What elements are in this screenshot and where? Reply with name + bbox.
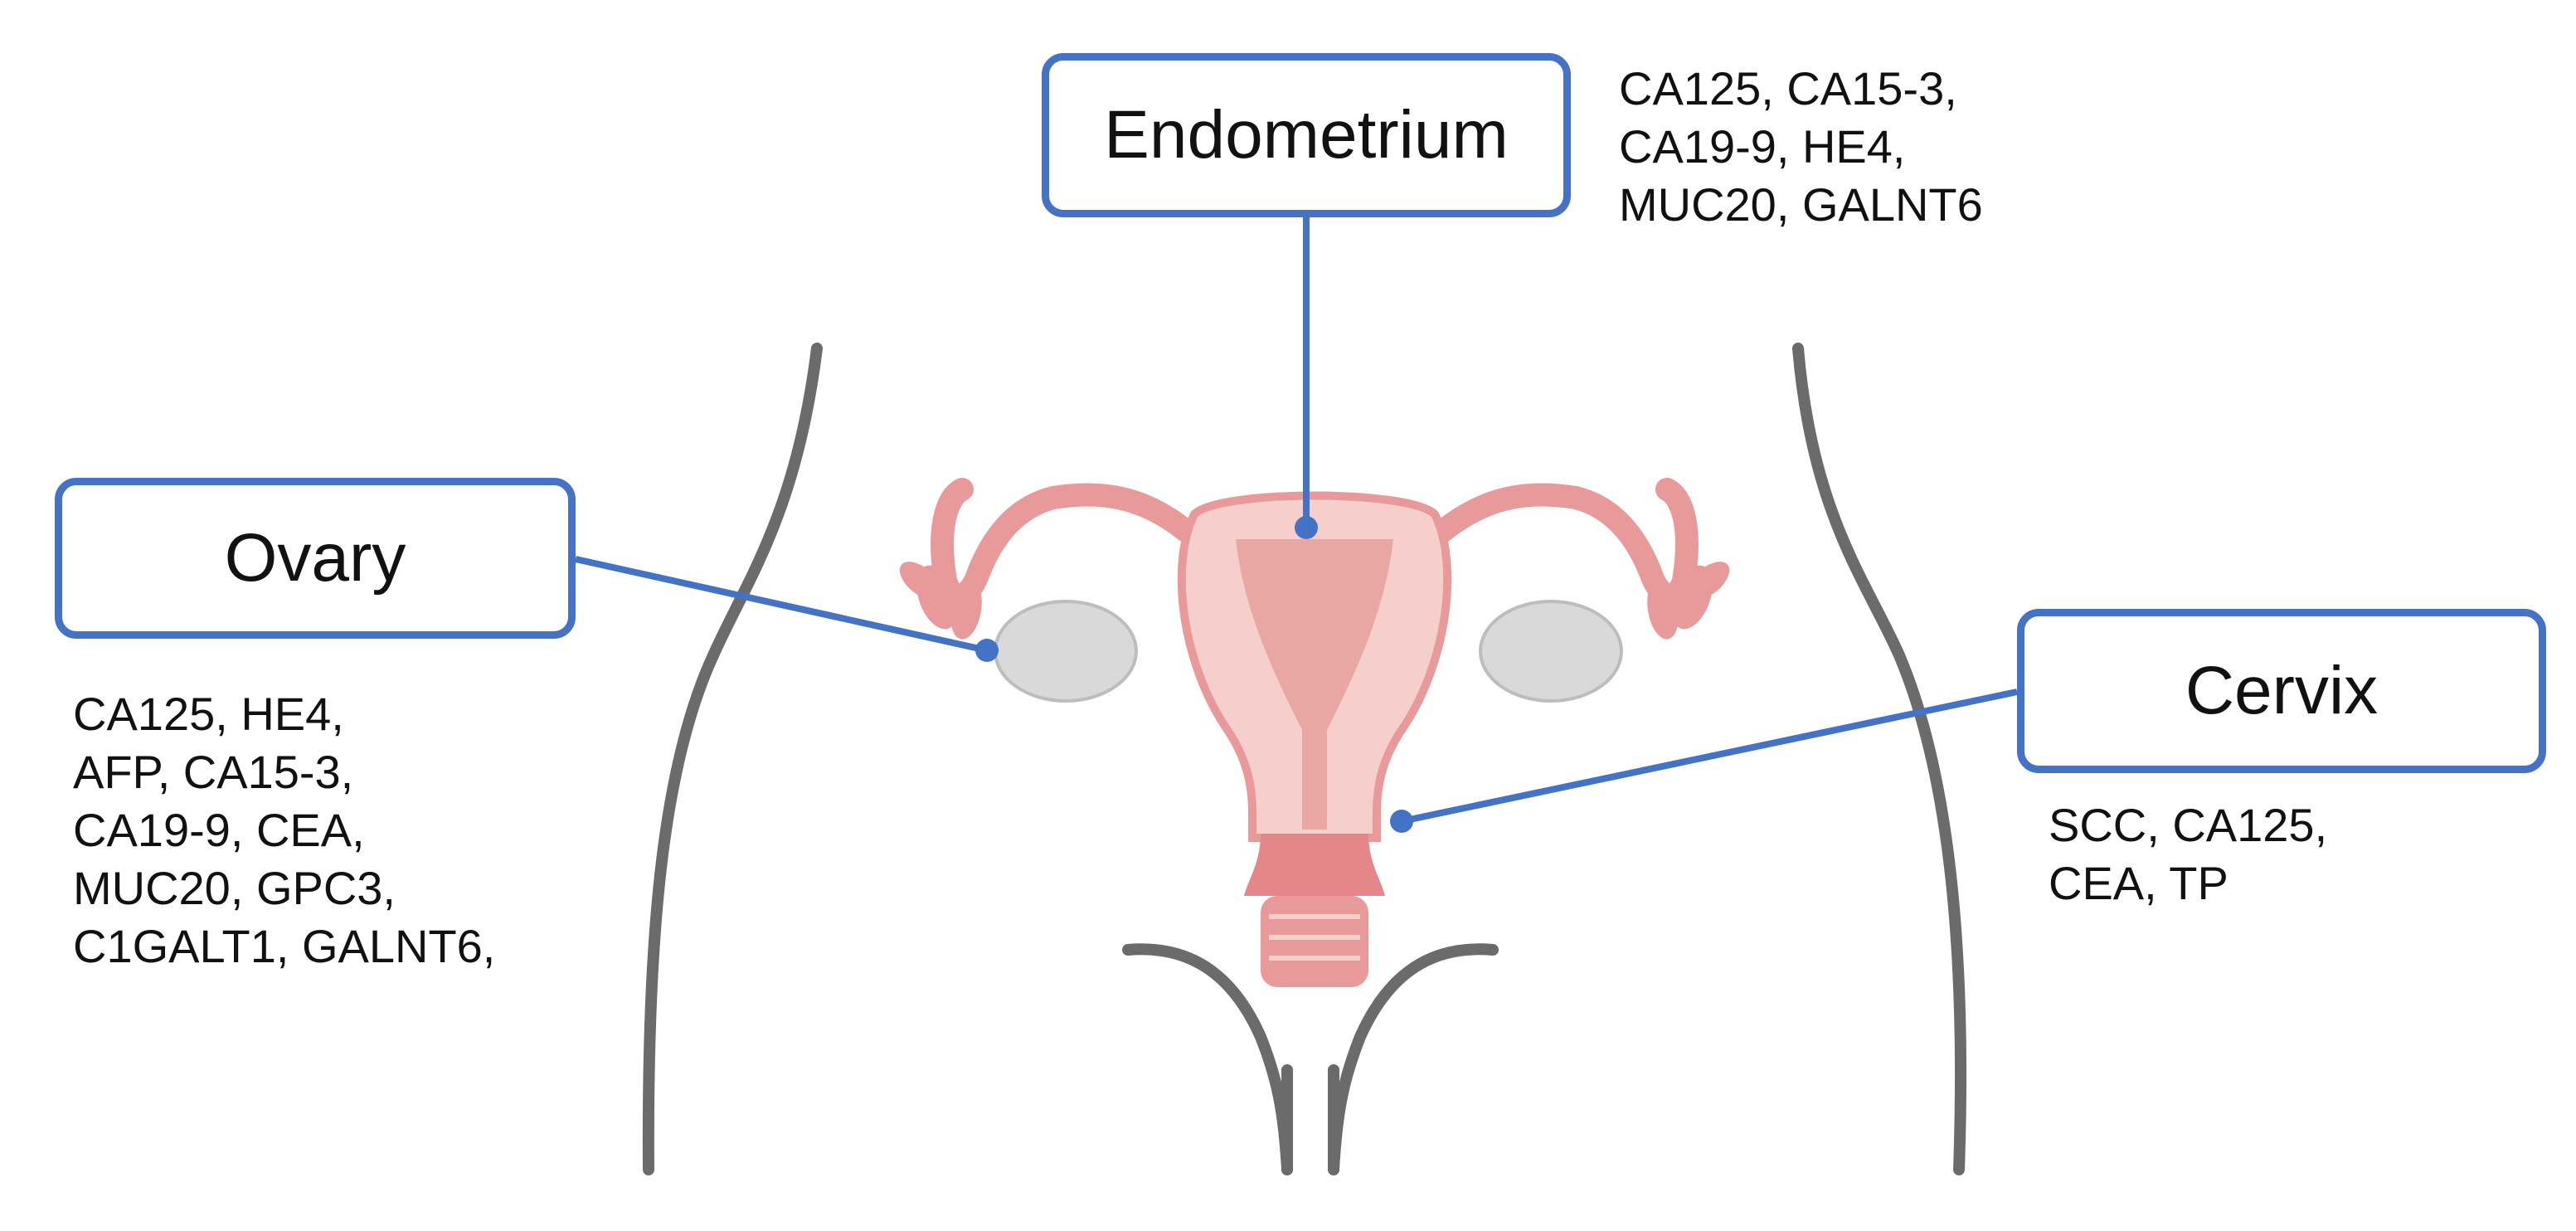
marker-list-endometrium: CA125, CA15-3, CA19-9, HE4, MUC20, GALNT…	[1619, 60, 1983, 234]
marker-line: CA125, CA15-3,	[1619, 62, 1957, 114]
fimbriae-left	[899, 562, 982, 640]
label-endometrium: Endometrium	[1104, 97, 1509, 173]
marker-line: MUC20, GALNT6	[1619, 178, 1983, 231]
fallopian-tube-right	[1431, 478, 1699, 607]
marker-line: AFP, CA15-3,	[73, 746, 354, 798]
marker-line: CA19-9, HE4,	[1619, 120, 1906, 173]
marker-line: CA125, HE4,	[73, 688, 344, 740]
body-outline-left	[642, 343, 823, 1175]
body-outline	[642, 343, 1967, 1175]
connectors	[575, 217, 2018, 833]
marker-line: MUC20, GPC3,	[73, 862, 396, 914]
fallopian-tube-left	[931, 478, 1198, 607]
ovary-left	[994, 600, 1138, 703]
marker-line: CEA, TP	[2049, 857, 2228, 909]
connector-dot-endometrium	[1295, 516, 1318, 539]
connector-ovary	[575, 556, 988, 654]
vaginal-rugae	[1269, 914, 1360, 961]
uterine-cavity	[1236, 539, 1393, 830]
vaginal-canal	[1261, 896, 1368, 987]
marker-line: C1GALT1, GALNT6,	[73, 920, 496, 972]
connector-dot-cervix	[1390, 810, 1413, 833]
label-cervix: Cervix	[2185, 653, 2379, 728]
connector-dot-ovary	[975, 639, 999, 662]
marker-list-cervix: SCC, CA125, CEA, TP	[2049, 796, 2327, 912]
marker-list-ovary: CA125, HE4, AFP, CA15-3, CA19-9, CEA, MU…	[73, 685, 495, 976]
marker-line: CA19-9, CEA,	[73, 804, 365, 856]
ovary-right	[1479, 600, 1623, 703]
connector-cervix	[1401, 688, 2018, 825]
label-box-endometrium: Endometrium	[1042, 53, 1571, 217]
label-ovary: Ovary	[224, 520, 406, 596]
marker-line: SCC, CA125,	[2049, 799, 2328, 851]
label-box-cervix: Cervix	[2017, 609, 2546, 773]
body-outline-right	[1792, 343, 1967, 1175]
label-box-ovary: Ovary	[55, 478, 576, 639]
body-outline-inner	[1281, 1064, 1339, 1175]
cervix-shape	[1244, 834, 1385, 896]
uterus-illustration	[899, 478, 1730, 987]
fimbriae-right	[1647, 562, 1730, 640]
